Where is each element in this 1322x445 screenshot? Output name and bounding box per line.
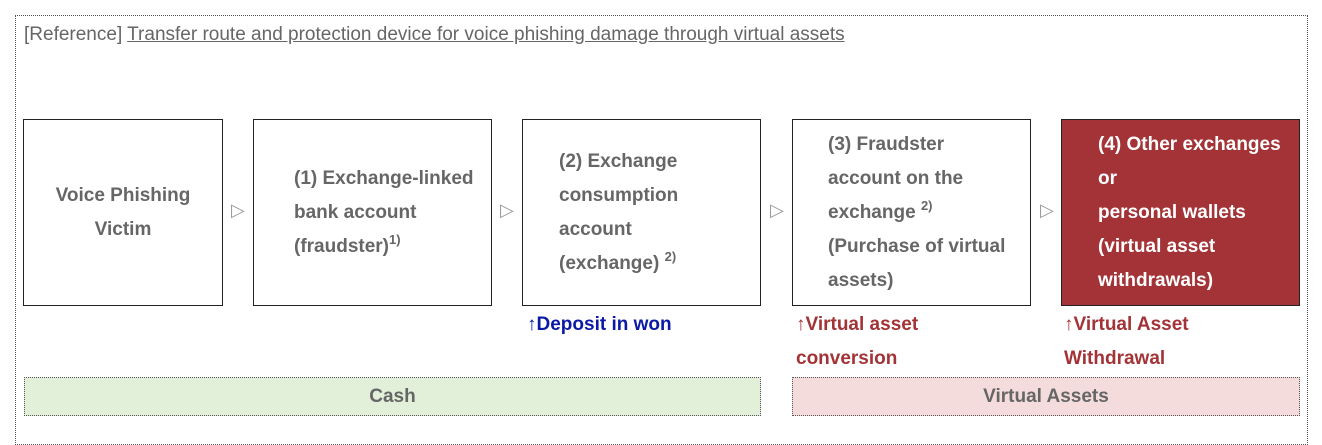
cash-band: Cash <box>24 377 761 416</box>
step1-footnote: 1) <box>389 231 401 247</box>
step3-line2: account on the <box>828 167 964 189</box>
step1-line1: (1) Exchange-linked <box>294 167 474 189</box>
step4-line3: personal wallets <box>1098 201 1246 223</box>
step3-line1: (3) Fraudster <box>828 133 945 155</box>
deposit-note: ↑Deposit in won <box>527 314 672 335</box>
step3-line3: exchange <box>828 201 916 223</box>
victim-line2: Victim <box>94 218 152 240</box>
withdrawal-note-line2: Withdrawal <box>1064 348 1166 369</box>
step3-line5: assets) <box>828 269 894 291</box>
conversion-note: ↑Virtual asset conversion <box>796 308 918 376</box>
virtual-assets-band: Virtual Assets <box>792 377 1300 416</box>
flow-arrow-icon: ▷ <box>1040 200 1054 220</box>
victim-line1: Voice Phishing <box>55 184 191 206</box>
step3-footnote: 2) <box>920 197 933 213</box>
conversion-note-line2: conversion <box>796 348 898 369</box>
conversion-note-line1: ↑Virtual asset <box>796 314 919 335</box>
step4-box: (4) Other exchanges or personal wallets … <box>1061 119 1300 306</box>
withdrawal-note: ↑Virtual Asset Withdrawal <box>1064 308 1189 376</box>
flow-arrow-icon: ▷ <box>770 200 784 220</box>
step3-box: (3) Fraudster account on the exchange 2)… <box>792 119 1031 306</box>
step1-line2: bank account <box>294 201 417 223</box>
step2-box: (2) Exchange consumption account (exchan… <box>522 119 761 306</box>
step4-line4: (virtual asset <box>1098 235 1216 257</box>
step3-line4: (Purchase of virtual <box>828 235 1006 257</box>
step2-line3: account <box>559 218 632 240</box>
step1-box: (1) Exchange-linked bank account (frauds… <box>253 119 492 306</box>
step1-line3: (fraudster) <box>294 235 390 257</box>
reference-prefix: [Reference] <box>24 24 128 45</box>
flow-arrow-icon: ▷ <box>231 200 245 220</box>
victim-box: Voice Phishing Victim <box>23 119 223 306</box>
reference-heading: [Reference] Transfer route and protectio… <box>24 24 845 46</box>
reference-title-link[interactable]: Transfer route and protection device for… <box>127 24 845 45</box>
step2-line1: (2) Exchange <box>559 150 678 172</box>
step2-line2: consumption <box>559 184 679 206</box>
flow-arrow-icon: ▷ <box>500 200 514 220</box>
step4-line5: withdrawals) <box>1098 269 1214 291</box>
step2-footnote: 2) <box>664 248 677 264</box>
step4-line1: (4) Other exchanges <box>1098 133 1281 155</box>
withdrawal-note-line1: ↑Virtual Asset <box>1064 314 1189 335</box>
step4-line2: or <box>1098 167 1117 189</box>
step2-line4: (exchange) <box>559 252 660 274</box>
